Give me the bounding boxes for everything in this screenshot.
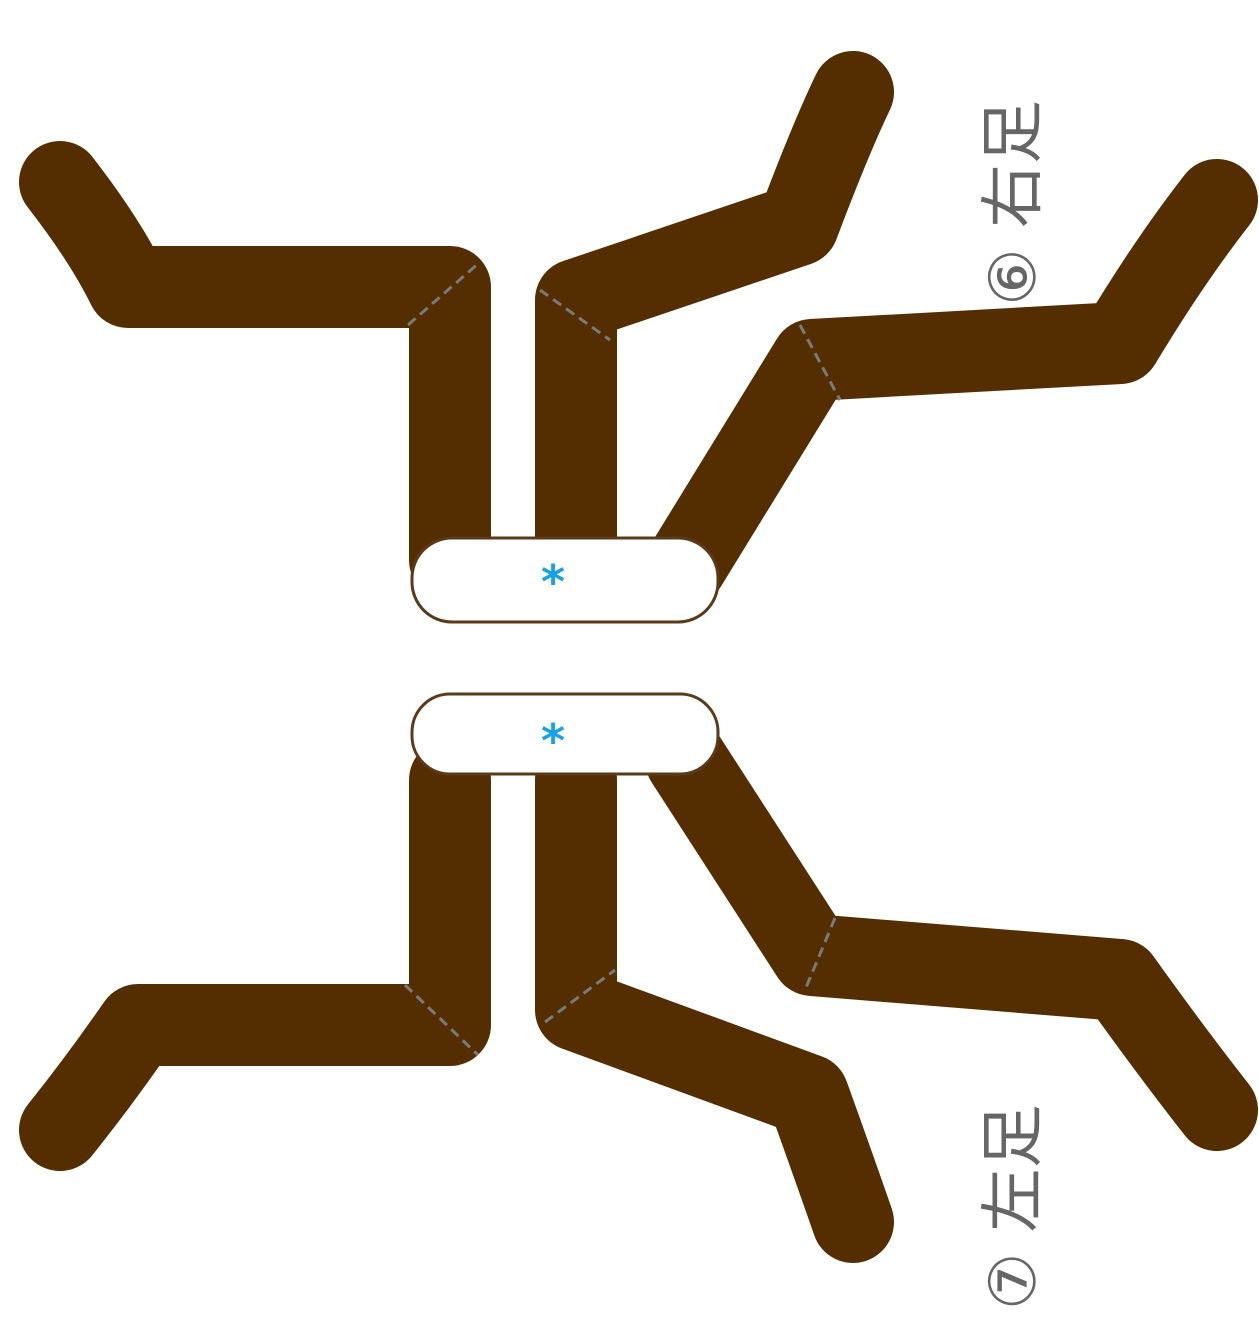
upper-connector (410, 536, 720, 624)
right-foot-inner-leg (535, 51, 894, 601)
lower-connector-mark: * (541, 714, 565, 768)
left-foot-inner-leg (535, 739, 894, 1263)
left-foot-outer-right-leg (645, 719, 1258, 1151)
right-foot-seam-3 (798, 324, 842, 401)
left-foot-outer-left-leg (19, 739, 491, 1171)
left-foot-label: ⑦ 左足 (977, 1104, 1051, 1310)
left-foot-seam-3 (803, 917, 837, 991)
right-foot-seam-2 (539, 288, 611, 342)
left-foot-seam-1 (403, 983, 480, 1057)
right-foot-outer-left-leg (19, 141, 491, 601)
right-foot-label: ⑥ 右足 (977, 100, 1051, 306)
left-foot-group: * ⑦ 左足 (19, 692, 1258, 1310)
right-foot-group: * ⑥ 右足 (19, 51, 1258, 624)
left-foot-seam-2 (544, 968, 616, 1024)
right-foot-outer-right-leg (645, 159, 1258, 606)
lower-connector (410, 692, 720, 776)
upper-connector-mark: * (541, 555, 565, 609)
